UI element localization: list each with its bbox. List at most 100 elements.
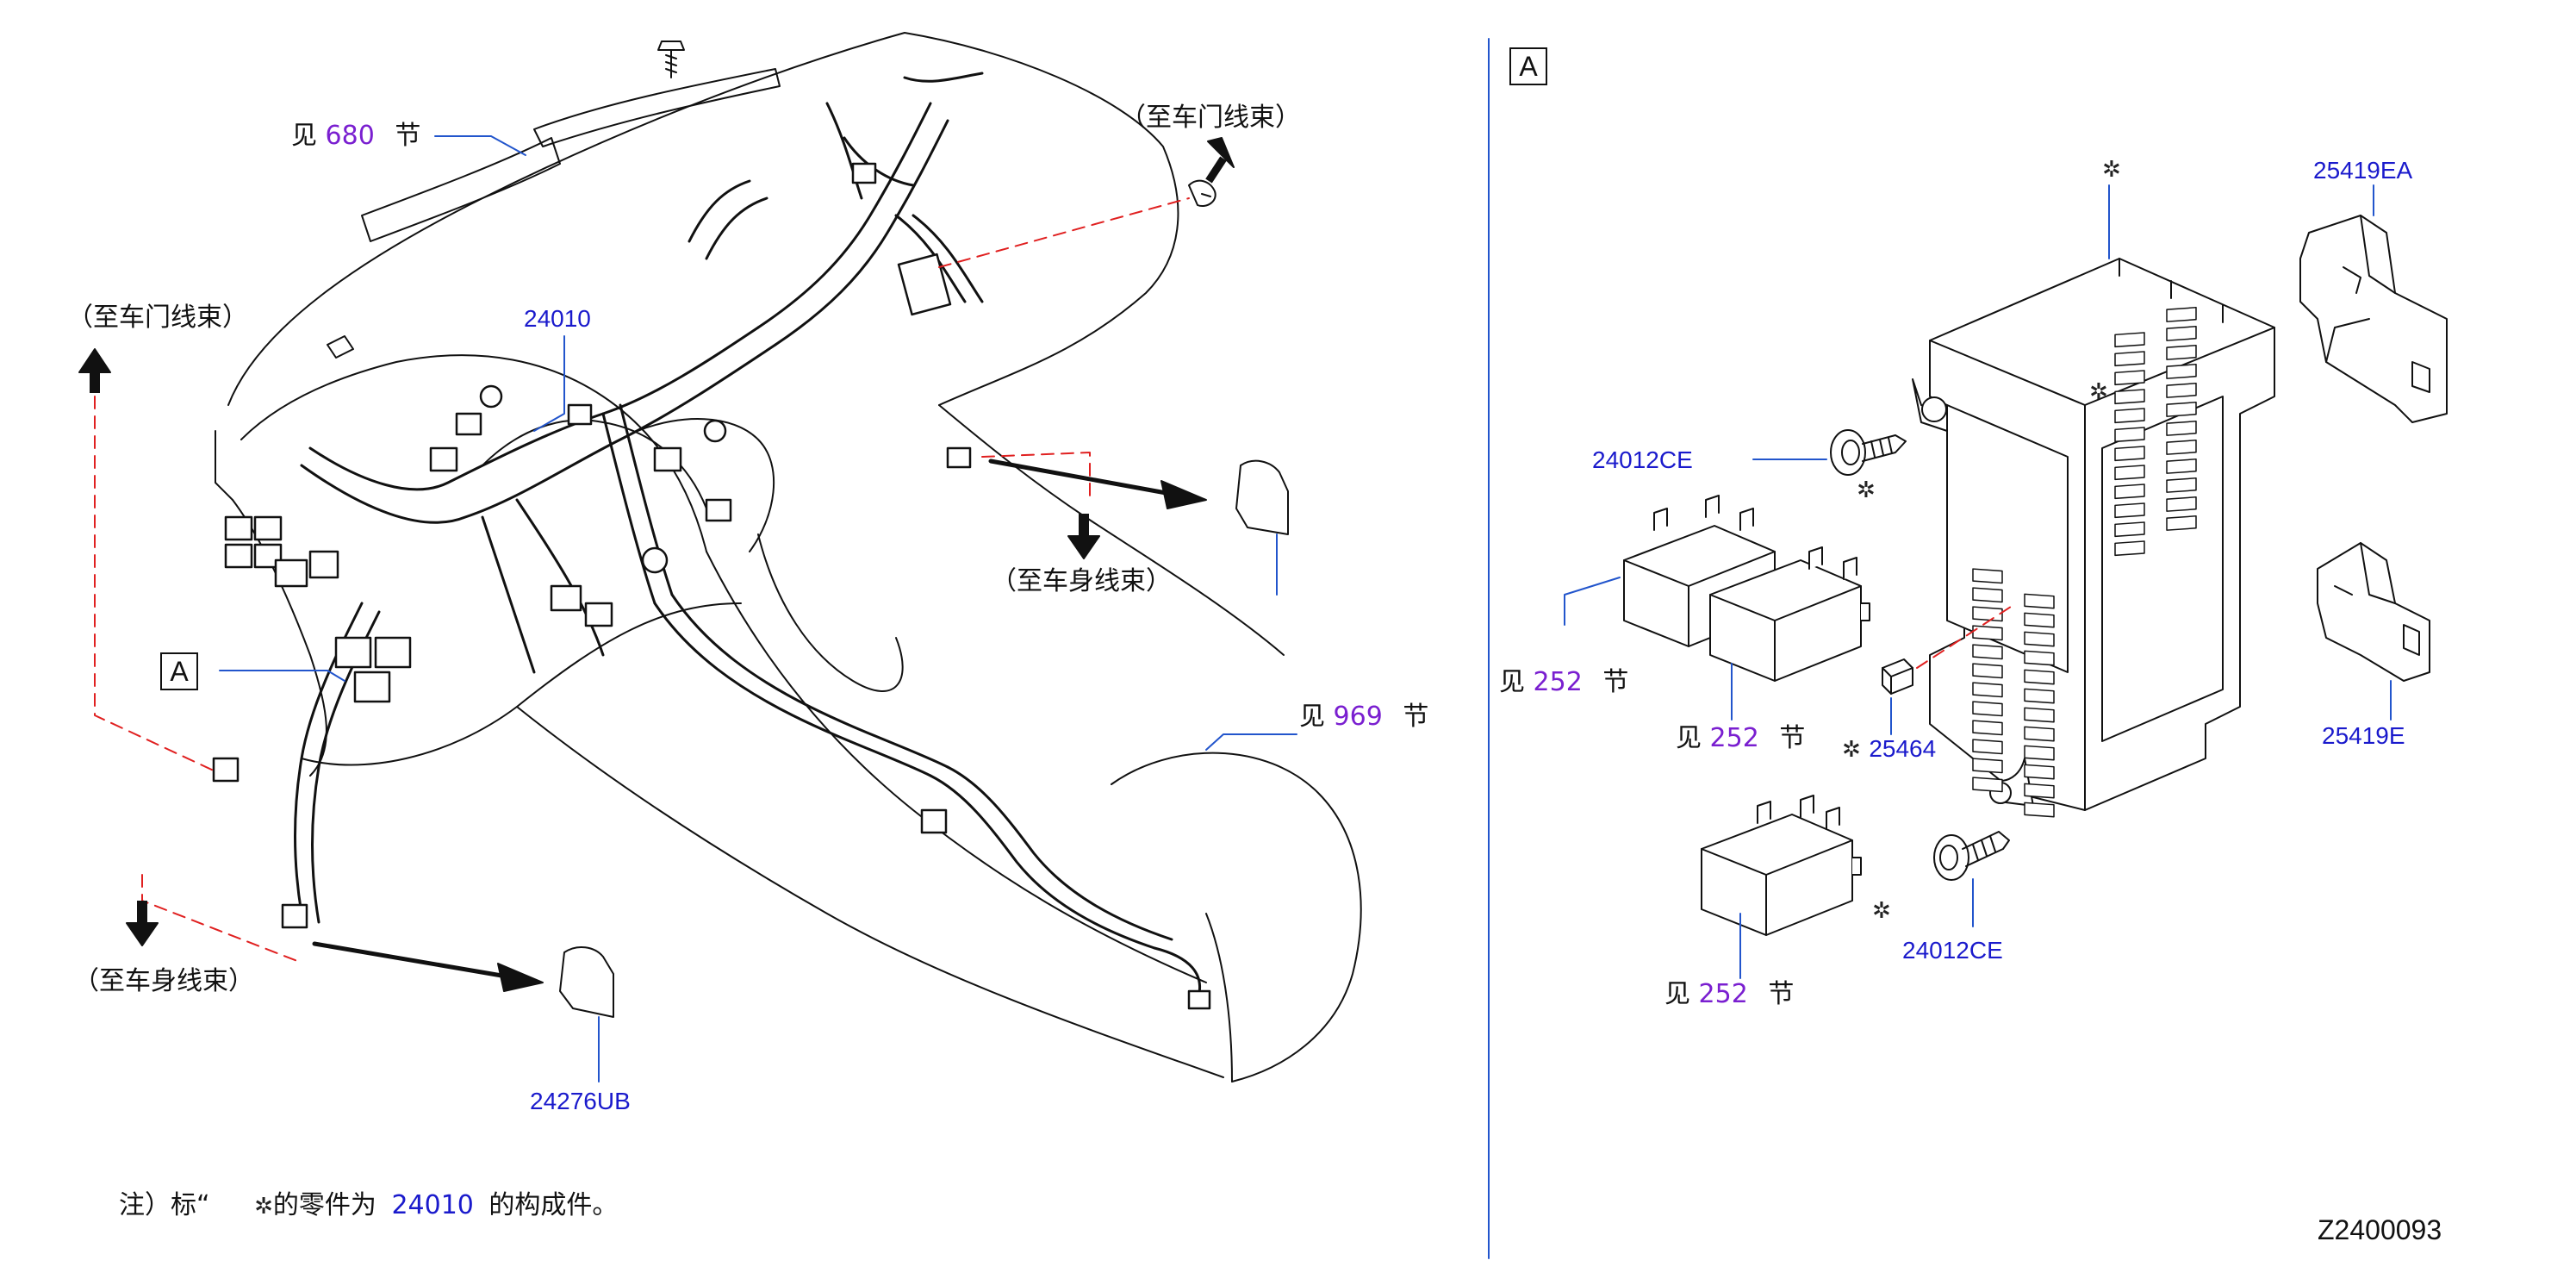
clip-right — [1188, 179, 1216, 207]
to-body-harness-label-left: （至车身线束） — [73, 966, 254, 996]
section-ref-680[interactable]: 见 680 节 — [291, 122, 420, 151]
fuse-slot — [1972, 701, 2003, 717]
section-number: 252 — [1709, 723, 1759, 753]
section-number: 252 — [1698, 979, 1748, 1009]
section-ref-252-relay-3[interactable]: 见 252 节 — [1664, 980, 1794, 1009]
harness-cables — [294, 72, 1202, 1001]
fuse-slot — [2166, 383, 2197, 398]
see-prefix: 见 — [1664, 979, 1690, 1009]
fuse-slot — [2114, 389, 2145, 405]
see-prefix: 见 — [1299, 702, 1325, 732]
fuse-slot — [2114, 351, 2145, 367]
fuse-slot — [2166, 477, 2197, 493]
fuse-slot — [2166, 459, 2197, 474]
relay-2 — [1709, 546, 1870, 682]
fuse-slot — [2114, 521, 2145, 538]
see-prefix: 见 — [1499, 667, 1525, 697]
fuse-slot — [2024, 688, 2055, 704]
part-25464[interactable]: 25464 — [1869, 735, 1937, 762]
view-a-title: A — [1509, 47, 1547, 85]
fuse-slot — [1972, 663, 2003, 679]
footnote: 注）标“ ✲的零件为 24010 的构成件。 — [119, 1191, 618, 1221]
part-24010[interactable]: 24010 — [524, 305, 591, 332]
section-number: 252 — [1533, 667, 1583, 697]
see-prefix: 见 — [1676, 723, 1702, 753]
part-24012CE-lower[interactable]: 24012CE — [1902, 937, 2003, 964]
connectors — [212, 162, 1211, 1010]
star-icon: ✲ — [2089, 379, 2108, 405]
fuse-slot — [2166, 515, 2197, 531]
fuse-slot — [1972, 568, 2003, 584]
note-suffix: 的构成件。 — [488, 1190, 619, 1220]
section-ref-252-relay-1[interactable]: 见 252 节 — [1499, 668, 1628, 697]
star-icon: ✲ — [1842, 737, 1861, 763]
fuse-slot — [2166, 496, 2197, 512]
fuse-slot — [2024, 593, 2055, 609]
section-ref-969[interactable]: 见 969 节 — [1299, 702, 1428, 732]
fuse-slot — [2024, 764, 2055, 780]
section-suffix: 节 — [395, 121, 421, 151]
section-number: 680 — [325, 121, 375, 151]
part-25419EA[interactable]: 25419EA — [2313, 157, 2413, 184]
fuse-slot — [2024, 745, 2055, 761]
drawing-number: Z2400093 — [2318, 1214, 2442, 1245]
screw-upper — [1830, 429, 1907, 476]
section-suffix: 节 — [1779, 723, 1806, 753]
section-suffix: 节 — [1403, 702, 1429, 732]
fuse-slot — [2166, 440, 2197, 455]
star-icon: ✲ — [2102, 157, 2121, 183]
part-25419E[interactable]: 25419E — [2322, 722, 2405, 749]
fuse-slot — [2024, 631, 2055, 647]
fuse-slot — [2024, 707, 2055, 723]
fuse-slot — [2114, 540, 2145, 557]
fuse-slot — [2166, 402, 2197, 417]
star-icon: ✲ — [254, 1194, 273, 1220]
to-door-harness-label-right: （至车门线束） — [1120, 103, 1301, 133]
see-prefix: 见 — [291, 121, 317, 151]
fuse-slot — [2024, 783, 2055, 799]
part-24276UB[interactable]: 24276UB — [530, 1088, 631, 1114]
fuse-block-drawing — [1912, 258, 2275, 811]
fuse-slot — [2166, 421, 2197, 436]
fuse-slot — [1972, 739, 2003, 755]
fuse-slot — [2114, 427, 2145, 443]
part-24012CE-upper[interactable]: 24012CE — [1592, 446, 1693, 473]
to-door-harness-label-left: （至车门线束） — [67, 303, 248, 333]
cover-right-shape — [1235, 459, 1289, 535]
fuse-slot — [2024, 612, 2055, 628]
fuse-slot — [1972, 720, 2003, 736]
fuse-slot — [1972, 606, 2003, 622]
fuse-slot — [1972, 587, 2003, 603]
bracket-25419E — [2317, 542, 2430, 682]
note-part-24010[interactable]: 24010 — [391, 1190, 474, 1220]
view-a-marker[interactable]: A — [160, 652, 198, 690]
fuse-slot — [2166, 307, 2197, 322]
cover-24276UB-shape — [559, 946, 614, 1018]
fuse-slot — [2024, 650, 2055, 666]
fuse-slot — [2114, 370, 2145, 386]
fuse-slot-grid — [1972, 307, 2197, 818]
note-middle: 的零件为 — [272, 1190, 376, 1220]
fuse-slot — [1972, 682, 2003, 698]
screw-lower — [1933, 831, 2010, 881]
mini-fuse-25464 — [1882, 658, 1913, 695]
fuse-slot — [1972, 625, 2003, 641]
arrows — [78, 137, 1235, 992]
bracket-25419EA — [2299, 215, 2448, 423]
callout-leaders — [219, 135, 2392, 1082]
fuse-slot — [2024, 726, 2055, 742]
section-ref-252-relay-2[interactable]: 见 252 节 — [1676, 724, 1805, 753]
fuse-slot — [2166, 326, 2197, 341]
star-icon: ✲ — [1857, 477, 1876, 503]
bolt-top — [657, 41, 685, 78]
star-icon: ✲ — [1872, 898, 1891, 924]
fuse-slot — [2114, 502, 2145, 519]
fuse-slot — [2166, 364, 2197, 379]
fuse-slot — [2114, 408, 2145, 424]
section-suffix: 节 — [1602, 667, 1629, 697]
section-suffix: 节 — [1768, 979, 1795, 1009]
part-25464-label[interactable]: ✲ 25464 — [1842, 734, 1936, 764]
fuse-slot — [1972, 777, 2003, 793]
fuse-slot — [1972, 758, 2003, 774]
